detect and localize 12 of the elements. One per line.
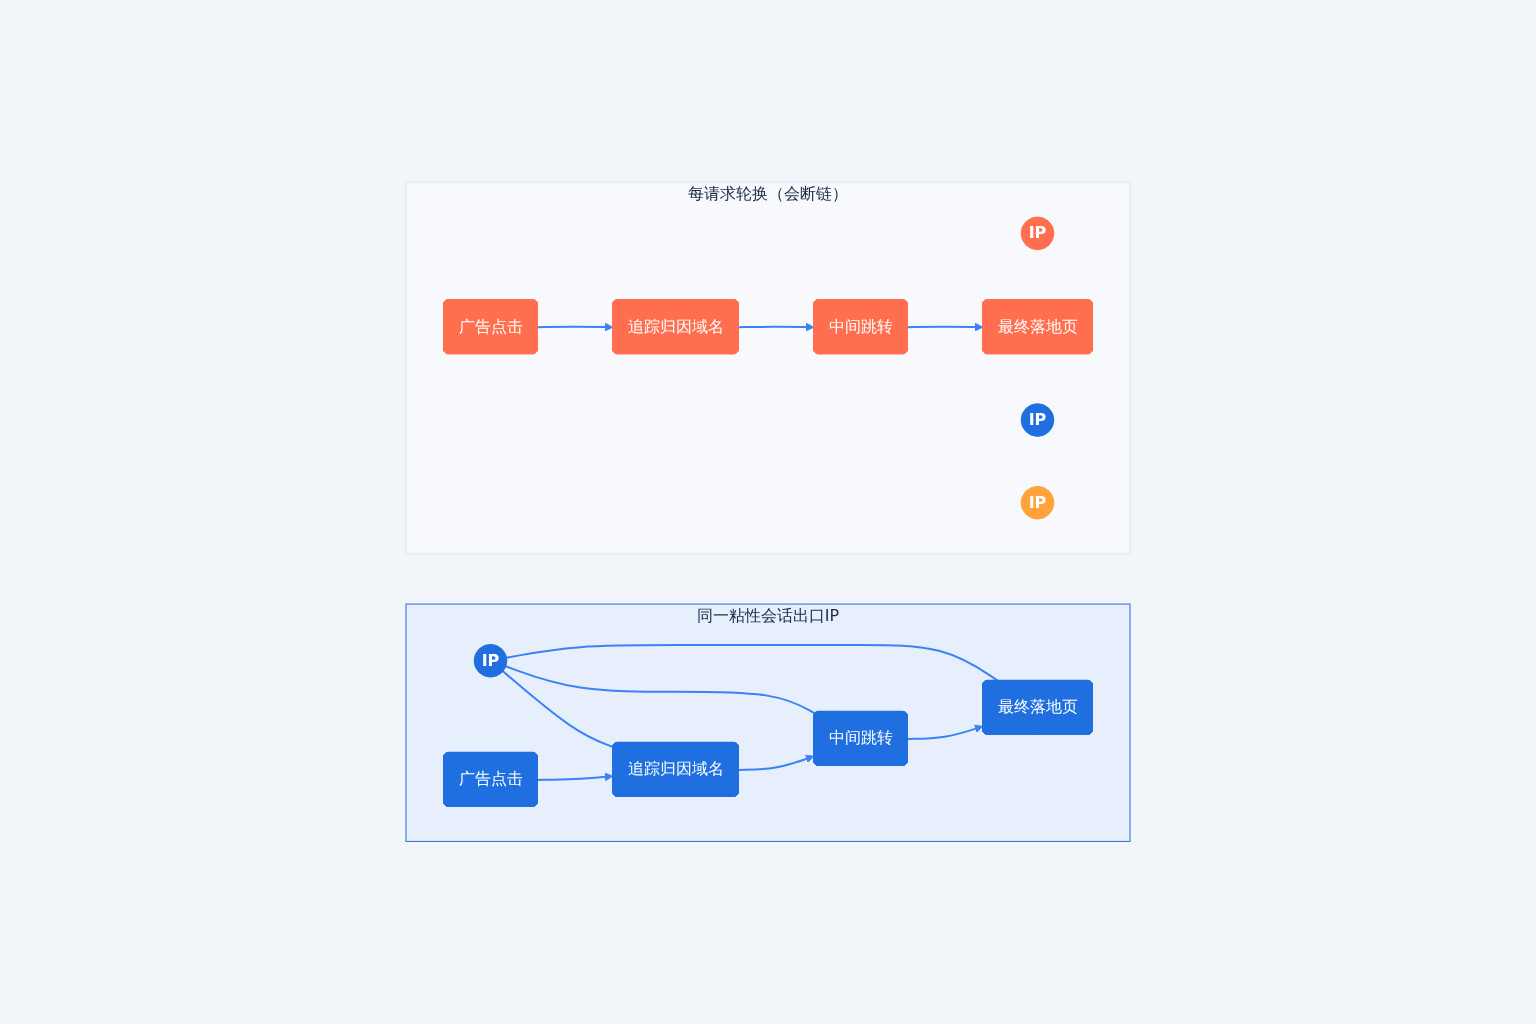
connector — [504, 665, 817, 715]
node-circle: IP — [1020, 216, 1055, 251]
node-circle: IP — [1020, 403, 1055, 438]
arrow — [738, 323, 815, 332]
node-circle: IP — [1020, 486, 1055, 520]
node-circle: IP — [473, 644, 508, 678]
arrow — [537, 772, 614, 782]
connector — [501, 670, 615, 749]
arrow — [738, 754, 815, 772]
arrow — [537, 323, 614, 332]
arrow — [907, 323, 984, 332]
arrow — [907, 724, 984, 741]
